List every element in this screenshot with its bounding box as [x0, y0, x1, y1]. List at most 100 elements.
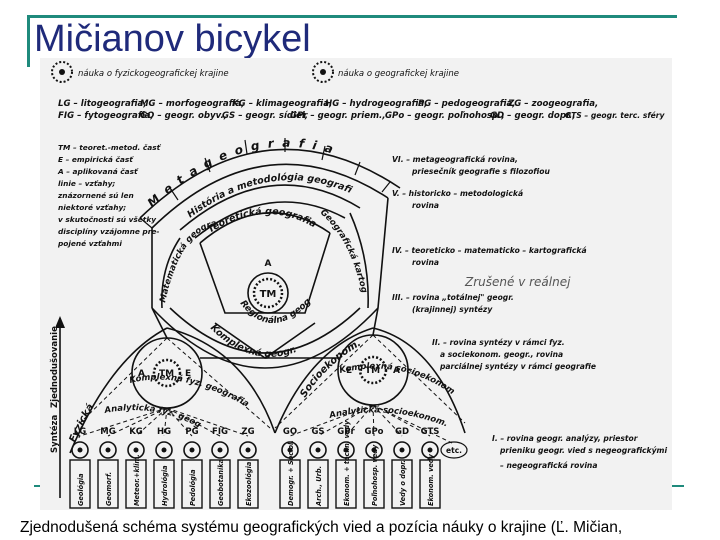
central-hub: TM A [247, 259, 289, 314]
geography-system-diagram: náuka o fyzickogeografickej krajine náuk… [40, 58, 667, 509]
key-line: E – empirická časť [58, 155, 134, 164]
wheel-right-a: A [393, 366, 400, 376]
spoke-left: PG [185, 427, 198, 437]
axis-label-synteza: Syntéza [49, 415, 60, 453]
level-line: V. – historicko – metodologická [392, 189, 523, 198]
spoke-circle-dots [77, 447, 433, 453]
level-line: VI. – metageografická rovina, [392, 155, 518, 164]
discipline-label: Hydrológia [161, 465, 169, 506]
abbr: FIG – fytogeografia, [58, 111, 154, 121]
level-line: rovina [412, 201, 439, 210]
arc-label-teoreticka: Teoretická geografia [206, 206, 318, 235]
svg-text:etc.: etc. [446, 446, 462, 455]
spoke-right: GTS [421, 427, 440, 437]
spoke-left: HG [157, 427, 171, 437]
spoke-left: LG [74, 427, 86, 437]
wheel-left-a: A [138, 369, 145, 379]
discipline-label: Geobotanika [217, 458, 225, 506]
level-line: III. – rovina „totálnej" geogr. [392, 293, 514, 302]
abbr: GS – geogr. sídiel, [222, 111, 308, 121]
discipline-label: Demogr. + Sociol. [287, 440, 295, 506]
abbr: LG – litogeografia, [58, 99, 147, 109]
abbr: GPo – geogr. poľnohosp., [385, 111, 505, 121]
key-line: TM – teoret.-metod. časť [58, 143, 162, 152]
spoke-abbreviations: LG MG KG HG PG FIG ZG GO GS GPr GPo GD G… [74, 427, 440, 437]
arc-label-fyzicka: Fyzická [68, 401, 97, 444]
hub-a: A [265, 259, 272, 269]
wheel-left-tm: TM [159, 369, 174, 379]
key-line: A – aplikovaná časť [57, 167, 139, 176]
spoke-left: ZG [241, 427, 254, 437]
spoke-left: MG [100, 427, 115, 437]
level-line: prieniku geogr. vied s negeografickými [499, 446, 667, 455]
spoke-right: GS [311, 427, 324, 437]
spoke-left: FIG [212, 427, 228, 437]
discipline-label: Ekonom. vedy [427, 453, 435, 506]
key-line: v skutočnosti sú všetky [58, 215, 157, 224]
key-line: znázornené sú len [57, 191, 134, 200]
diagram-scan: náuka o fyzickogeografickej krajine náuk… [40, 58, 672, 510]
abbr: GD – geogr. dopr., [490, 111, 576, 121]
level-line: – negeografická rovina [500, 461, 597, 470]
level-line: a sociekonom. geogr., rovina [440, 350, 563, 359]
abbr: GTS – geogr. terc. sféry [565, 111, 666, 120]
level-line: parciálnej syntézy v rámci geografie [439, 362, 596, 371]
wheel-right-e: E [346, 366, 352, 376]
figure-caption: Zjednodušená schéma systému geografickýc… [20, 519, 623, 536]
legend-symbol-left [51, 61, 73, 83]
abbr: PG – pedogeografia, [418, 99, 516, 109]
key-line: disciplíny vzájomne pre- [58, 227, 159, 236]
discipline-labels: Geológia Geomorf. Meteor.+klim. Hydrológ… [77, 420, 435, 507]
spoke-lines [79, 334, 466, 444]
title-frame-top [27, 15, 677, 18]
level-line: (krajinnej) syntézy [412, 305, 493, 314]
spoke-right: GO [283, 427, 297, 437]
wheel-left-e: E [185, 369, 191, 379]
spoke-right: GD [395, 427, 409, 437]
spoke-right: GPr [337, 427, 355, 437]
discipline-boxes [69, 459, 441, 509]
key-left: TM – teoret.-metod. časť E – empirická č… [57, 143, 162, 248]
abbr: GPr – geogr. priem., [290, 111, 386, 121]
discipline-label: Ekozoológia [245, 461, 253, 506]
abbr: KG – klimageografia, [232, 99, 332, 109]
title-frame-left [27, 15, 30, 67]
discipline-label: Arch., Urb. [315, 466, 323, 507]
abbr: ZG – zoogeografia, [507, 99, 598, 109]
abbreviation-rows: LG – litogeografia, MG – morfogeografia,… [58, 99, 666, 121]
key-line: linie – vzťahy; [58, 179, 115, 188]
etc-marker: etc. [440, 441, 468, 459]
abbr: HG – hydrogeografia, [325, 99, 427, 109]
key-line: pojené vzťahmi [57, 239, 122, 248]
axis-label-zjednodusovanie: Zjednodušovanie [49, 326, 60, 408]
level-line: I. – rovina geogr. analýzy, priestor [492, 434, 639, 443]
discipline-label: Poľnohosp. vedy [371, 444, 379, 506]
level-line: rovina [412, 258, 439, 267]
discipline-label: Pedológia [189, 469, 197, 506]
spoke-left: KG [129, 427, 143, 437]
abbr: GO – geogr. obyv., [140, 111, 227, 121]
spoke-right: GPo [364, 427, 383, 437]
discipline-label: Meteor.+klim. [133, 454, 141, 506]
level-descriptions: VI. – metageografická rovina, priesečník… [392, 155, 667, 470]
discipline-label: Geológia [77, 473, 85, 506]
wheel-labels: A TM E E TM A [138, 366, 400, 379]
spoke-circles [71, 441, 439, 459]
wheel-right-tm: TM [365, 366, 380, 376]
slide-title: Mičianov bicykel [34, 18, 311, 60]
arc-label-metageografia: M e t a g e o g r a f i a [145, 136, 337, 210]
level-line: II. – rovina syntézy v rámci fyz. [432, 338, 565, 347]
discipline-label: Vedy o dopr. [399, 460, 407, 506]
abbr: MG – morfogeografia, [140, 99, 245, 109]
level-line: IV. – teoreticko – matematicko – kartogr… [392, 246, 587, 255]
legend-left-label: náuka o fyzickogeografickej krajine [78, 69, 229, 79]
legend-right-label: náuka o geografickej krajine [338, 69, 459, 79]
key-line: niektoré vzťahy; [58, 203, 126, 212]
accent-dash-right [672, 485, 684, 487]
hub-tm: TM [260, 289, 277, 300]
level-line: priesečník geografie s filozofiou [411, 167, 550, 176]
legend-symbol-right [312, 61, 334, 83]
side-axis: Syntéza Zjednodušovanie [49, 316, 65, 498]
discipline-label: Geomorf. [105, 472, 113, 506]
handwritten-note: Zrušené v reálnej [464, 275, 571, 289]
